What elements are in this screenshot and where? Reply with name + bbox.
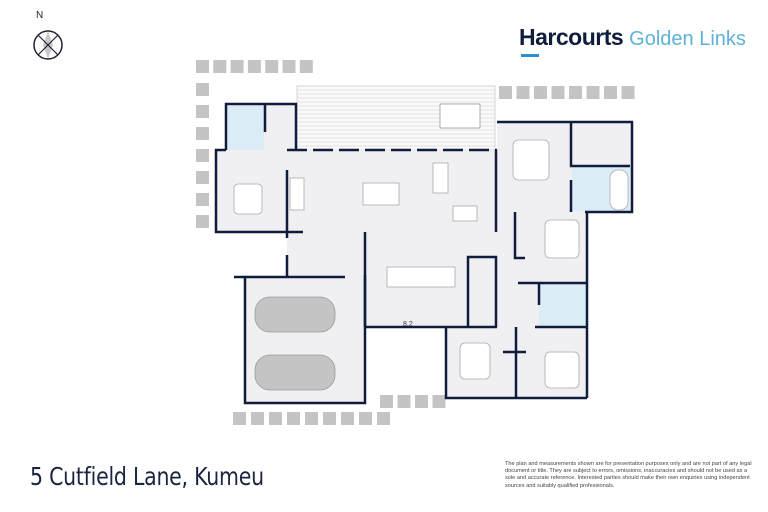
paver [196, 149, 209, 162]
paver [287, 412, 300, 425]
paver [380, 395, 393, 408]
paver [569, 86, 582, 99]
paver [233, 412, 246, 425]
brand-name: Harcourts [519, 24, 624, 50]
paver [604, 86, 617, 99]
paver [230, 60, 244, 73]
paver [196, 127, 209, 140]
toilet [539, 283, 586, 327]
north-label: N [36, 10, 44, 21]
paver [377, 412, 390, 425]
paver [251, 412, 264, 425]
paver [196, 105, 209, 118]
bed [544, 351, 580, 389]
paver [196, 171, 209, 184]
deck [296, 85, 496, 151]
walls [214, 102, 634, 405]
paver [247, 60, 261, 73]
bed [233, 183, 263, 215]
bed [512, 139, 550, 181]
paver [323, 412, 336, 425]
disclaimer: The plan and measurements shown are for … [505, 461, 752, 489]
cars [254, 296, 336, 391]
compass-icon [33, 30, 63, 60]
paver [299, 60, 313, 73]
furniture [233, 139, 629, 389]
kitchen-label: 8.2 [403, 321, 413, 328]
bed [544, 219, 580, 259]
paver [534, 86, 547, 99]
paver [341, 412, 354, 425]
paver [499, 86, 512, 99]
paver [621, 86, 635, 99]
paver [516, 86, 530, 99]
outdoor-table [439, 103, 481, 129]
brand-office: Golden Links [629, 28, 746, 50]
paver [282, 60, 296, 73]
car [254, 296, 336, 333]
paver [551, 86, 565, 99]
armchairs [452, 205, 478, 222]
paver [415, 395, 428, 408]
paver [305, 412, 318, 425]
paver [213, 60, 227, 73]
paver [265, 60, 279, 73]
paver [196, 193, 209, 206]
ensuite [228, 106, 264, 150]
kitchen-island [386, 266, 456, 288]
car [254, 354, 336, 391]
paver [196, 215, 209, 228]
paver [196, 60, 209, 73]
floors [216, 104, 632, 403]
sofa [289, 177, 305, 211]
paver [359, 412, 372, 425]
dining-table [362, 182, 400, 206]
bed [459, 342, 491, 380]
paver [196, 83, 209, 96]
property-address: 5 Cutfield Lane, Kumeu [30, 462, 264, 491]
paver [586, 86, 600, 99]
bathtub [609, 169, 629, 211]
paver [432, 395, 446, 408]
logo-underline [521, 54, 539, 57]
paver [269, 412, 282, 425]
paver [397, 395, 411, 408]
sofa [432, 162, 449, 194]
paving-stones [196, 60, 635, 425]
